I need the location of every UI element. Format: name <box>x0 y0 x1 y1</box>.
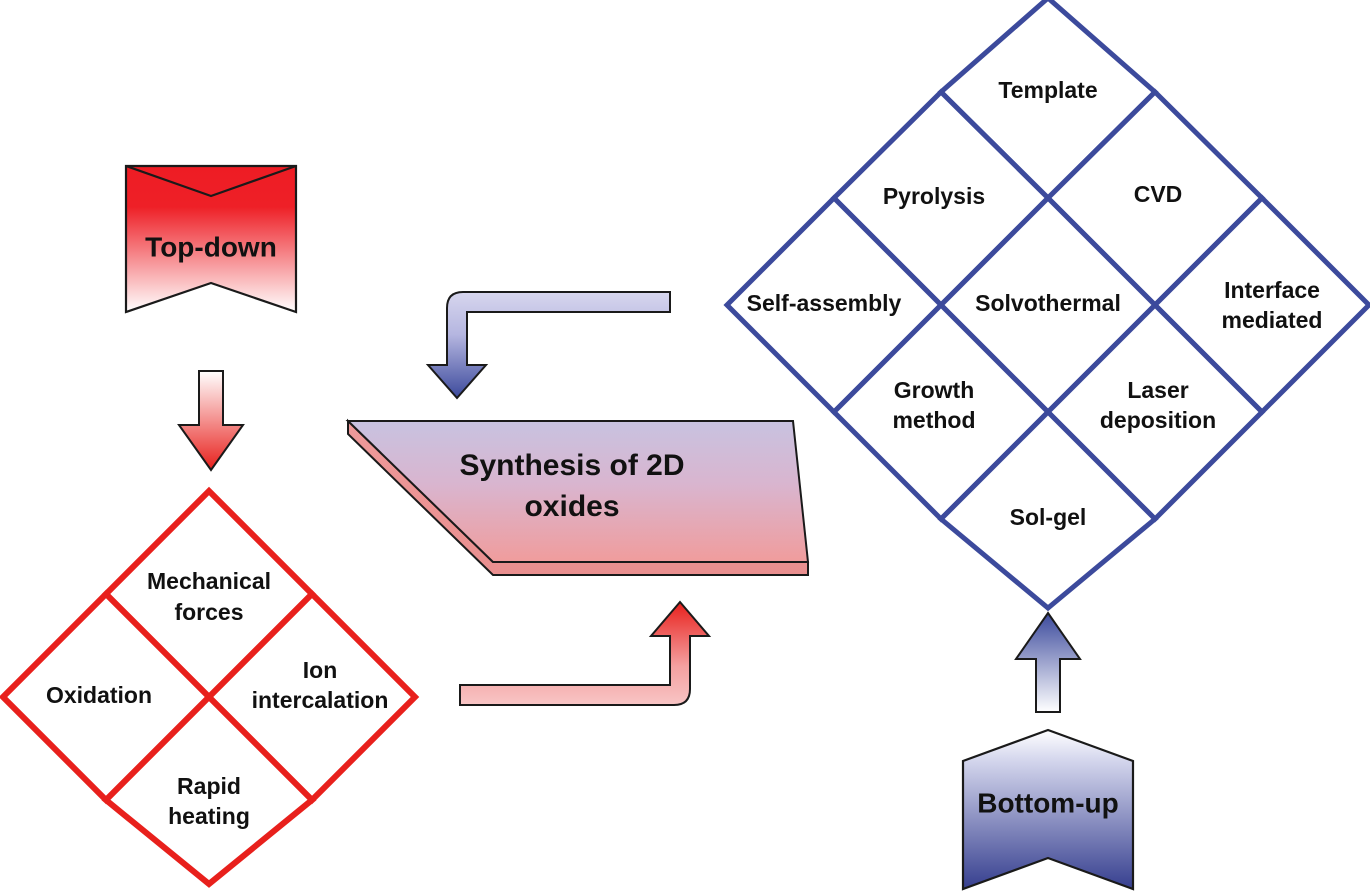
diamond-label-line1: Oxidation <box>46 682 152 708</box>
diamond-label-line1: Pyrolysis <box>883 183 985 209</box>
slab-title-line2: oxides <box>524 490 619 523</box>
bottom-up-banner-label: Bottom-up <box>977 787 1119 818</box>
elbow-arrow-down-icon <box>425 291 671 400</box>
diamond-label-line2: forces <box>174 599 243 625</box>
diamond-label-line1: CVD <box>1134 181 1183 207</box>
diamond-label-line2: method <box>892 407 975 433</box>
up-arrow-icon <box>1014 611 1082 713</box>
diamond-label-line1: Mechanical <box>147 568 271 594</box>
top-down-banner-shape <box>124 164 298 314</box>
diamond-label-line1: Sol-gel <box>1010 504 1087 530</box>
diamond-label-line1: Laser <box>1127 377 1188 403</box>
topdown-method-cluster: Mechanical forces Oxidation Ion intercal… <box>0 486 420 888</box>
slab-title-line1: Synthesis of 2D <box>459 449 684 482</box>
elbow-arrow-up-icon <box>459 600 712 706</box>
diamond-label-line2: mediated <box>1222 307 1323 333</box>
synthesis-slab[interactable]: Synthesis of 2D oxides <box>345 418 810 576</box>
diamond-label-line2: heating <box>168 803 250 829</box>
diamond-sol-gel[interactable]: Sol-gel <box>937 408 1159 612</box>
top-down-banner-label: Top-down <box>145 231 277 262</box>
diamond-shape <box>937 408 1159 612</box>
diamond-label-line1: Self-assembly <box>747 290 902 316</box>
topdown-down-arrow <box>177 370 245 472</box>
red-elbow-arrow <box>459 600 712 706</box>
blue-elbow-arrow <box>425 291 671 400</box>
diamond-label-line1: Template <box>998 77 1097 103</box>
slab-top-surface <box>345 420 810 563</box>
banner-top-down[interactable]: Top-down <box>124 164 298 314</box>
down-arrow-icon <box>177 370 245 472</box>
diamond-label-line1: Ion <box>303 657 338 683</box>
top-down-banner-notch <box>125 164 297 198</box>
diamond-label-line2: deposition <box>1100 407 1216 433</box>
diamond-label-line1: Interface <box>1224 277 1320 303</box>
bottomup-method-cluster: Template Pyrolysis CVD Self-assembly Sol… <box>723 0 1370 612</box>
diamond-label-line1: Solvothermal <box>975 290 1121 316</box>
banner-bottom-up[interactable]: Bottom-up <box>961 728 1135 891</box>
diamond-label-line1: Growth <box>894 377 975 403</box>
bottomup-up-arrow <box>1014 611 1082 713</box>
diamond-shape <box>101 692 317 888</box>
diamond-rapid-heating[interactable]: Rapid heating <box>101 692 317 888</box>
diamond-label-line1: Rapid <box>177 773 241 799</box>
diamond-label-line2: intercalation <box>252 687 389 713</box>
bottom-up-banner-shape <box>961 728 1135 891</box>
